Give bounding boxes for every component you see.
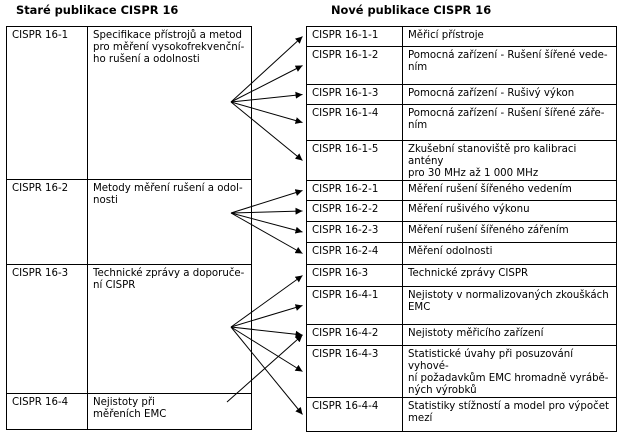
mapping-arrow [226, 334, 303, 403]
new-title-line: Měření rušení šířeného zářením [408, 225, 569, 236]
new-title-line: Statistické úvahy při posuzování vyhové- [408, 349, 574, 372]
mapping-arrow [230, 326, 303, 372]
mapping-arrow [230, 207, 303, 215]
old-title-line: Nejistoty při [93, 397, 155, 408]
new-code: CISPR 16-1-2 [306, 46, 403, 85]
new-row: CISPR 16-4-2 Nejistoty měřicího zařízení [306, 324, 617, 346]
mapping-arrow [230, 212, 303, 254]
mapping-arrow [230, 326, 303, 338]
new-title-line: Nejistoty v normalizovaných zkouškách [408, 290, 609, 301]
old-title-line: pro měření vysokofrekvenční- [93, 42, 245, 53]
new-title: Pomocná zařízení - Rušení šířené záře- n… [402, 104, 617, 141]
mapping-arrow [230, 36, 303, 103]
new-title-line: Měření rušení šířeného vedením [408, 184, 572, 195]
old-title-line: ho rušení a odolnosti [93, 54, 200, 65]
old-title-line: Specifikace přístrojů a metod [93, 30, 242, 41]
old-code: CISPR 16-4 [6, 393, 88, 430]
new-code: CISPR 16-1-4 [306, 104, 403, 141]
mapping-arrow [230, 65, 303, 103]
old-title: Metody měření rušení a odol- nosti [87, 179, 252, 265]
mapping-arrow [230, 212, 303, 234]
new-row: CISPR 16-4-3 Statistické úvahy při posuz… [306, 345, 617, 398]
new-title: Statistické úvahy při posuzování vyhové-… [402, 345, 617, 398]
new-title-line: mezí [408, 413, 433, 424]
new-publications-table: CISPR 16-1-1 Měřicí přístroje CISPR 16-1… [306, 26, 617, 432]
new-row: CISPR 16-1-1 Měřicí přístroje [306, 26, 617, 47]
new-title-line: Měřicí přístroje [408, 30, 484, 41]
new-row: CISPR 16-1-4 Pomocná zařízení - Rušení š… [306, 104, 617, 141]
old-row: CISPR 16-2 Metody měření rušení a odol- … [6, 179, 252, 265]
mapping-arrow [230, 304, 303, 328]
new-row: CISPR 16-2-1 Měření rušení šířeného vede… [306, 180, 617, 201]
new-title-line: Pomocná zařízení - Rušení šířené vede- [408, 50, 608, 61]
new-title-line: Technické zprávy CISPR [408, 268, 529, 279]
old-title-line: nosti [93, 195, 118, 206]
mapping-arrow [230, 101, 303, 161]
new-title: Statistiky stížností a model pro výpočet… [402, 397, 617, 432]
old-title-line: ní CISPR [93, 280, 136, 291]
old-publications-heading: Staré publikace CISPR 16 [16, 3, 179, 17]
old-row: CISPR 16-1 Specifikace přístrojů a metod… [6, 26, 252, 180]
new-title-line: ných výrobků [408, 385, 477, 396]
old-title-line: měřeních EMC [93, 409, 167, 420]
new-row: CISPR 16-1-5 Zkušební stanoviště pro kal… [306, 140, 617, 181]
old-title-line: Metody měření rušení a odol- [93, 183, 243, 194]
new-code: CISPR 16-4-3 [306, 345, 403, 398]
old-row: CISPR 16-3 Technické zprávy a doporuče- … [6, 264, 252, 394]
old-code: CISPR 16-3 [6, 264, 88, 394]
old-row: CISPR 16-4 Nejistoty při měřeních EMC [6, 393, 252, 430]
old-title: Technické zprávy a doporuče- ní CISPR [87, 264, 252, 394]
mapping-arrow [230, 91, 303, 103]
new-title-line: Měření rušivého výkonu [408, 204, 530, 215]
old-title-line: Technické zprávy a doporuče- [93, 268, 245, 279]
old-publications-table: CISPR 16-1 Specifikace přístrojů a metod… [6, 26, 252, 430]
new-title-line: ním [408, 120, 428, 131]
new-title: Pomocná zařízení - Rušení šířené vede- n… [402, 46, 617, 85]
mapping-arrow [230, 275, 303, 328]
new-publications-heading: Nové publikace CISPR 16 [331, 3, 492, 17]
new-title-line: Měření odolnosti [408, 246, 493, 257]
new-title-line: pro 30 MHz až 1 000 MHz [408, 168, 539, 179]
new-title-line: Nejistoty měřicího zařízení [408, 328, 544, 339]
new-title: Nejistoty v normalizovaných zkouškách EM… [402, 286, 617, 325]
mapping-arrow [230, 326, 303, 415]
new-title-line: Statistiky stížností a model pro výpočet [408, 401, 609, 412]
new-title-line: ní požadavkům EMC hromadně vyrábě- [408, 373, 609, 384]
new-row: CISPR 16-2-2 Měření rušivého výkonu [306, 200, 617, 222]
new-row: CISPR 16-4-4 Statistiky stížností a mode… [306, 397, 617, 432]
old-code: CISPR 16-1 [6, 26, 88, 180]
new-title-line: Pomocná zařízení - Rušivý výkon [408, 88, 575, 99]
new-title-line: Pomocná zařízení - Rušení šířené záře- [408, 108, 605, 119]
new-title-line: Zkušební stanoviště pro kalibraci antény [408, 144, 577, 167]
new-row: CISPR 16-2-3 Měření rušení šířeného záře… [306, 221, 617, 243]
new-title-line: ním [408, 62, 428, 73]
new-title: Zkušební stanoviště pro kalibraci antény… [402, 140, 617, 181]
new-row: CISPR 16-2-4 Měření odolnosti [306, 242, 617, 265]
new-title-line: EMC [408, 302, 431, 313]
mapping-arrow [230, 101, 303, 124]
new-row: CISPR 16-1-3 Pomocná zařízení - Rušivý v… [306, 84, 617, 105]
old-title: Specifikace přístrojů a metod pro měření… [87, 26, 252, 180]
mapping-arrow [230, 189, 303, 214]
new-row: CISPR 16-1-2 Pomocná zařízení - Rušení š… [306, 46, 617, 85]
new-code: CISPR 16-1-5 [306, 140, 403, 181]
old-title: Nejistoty při měřeních EMC [87, 393, 252, 430]
